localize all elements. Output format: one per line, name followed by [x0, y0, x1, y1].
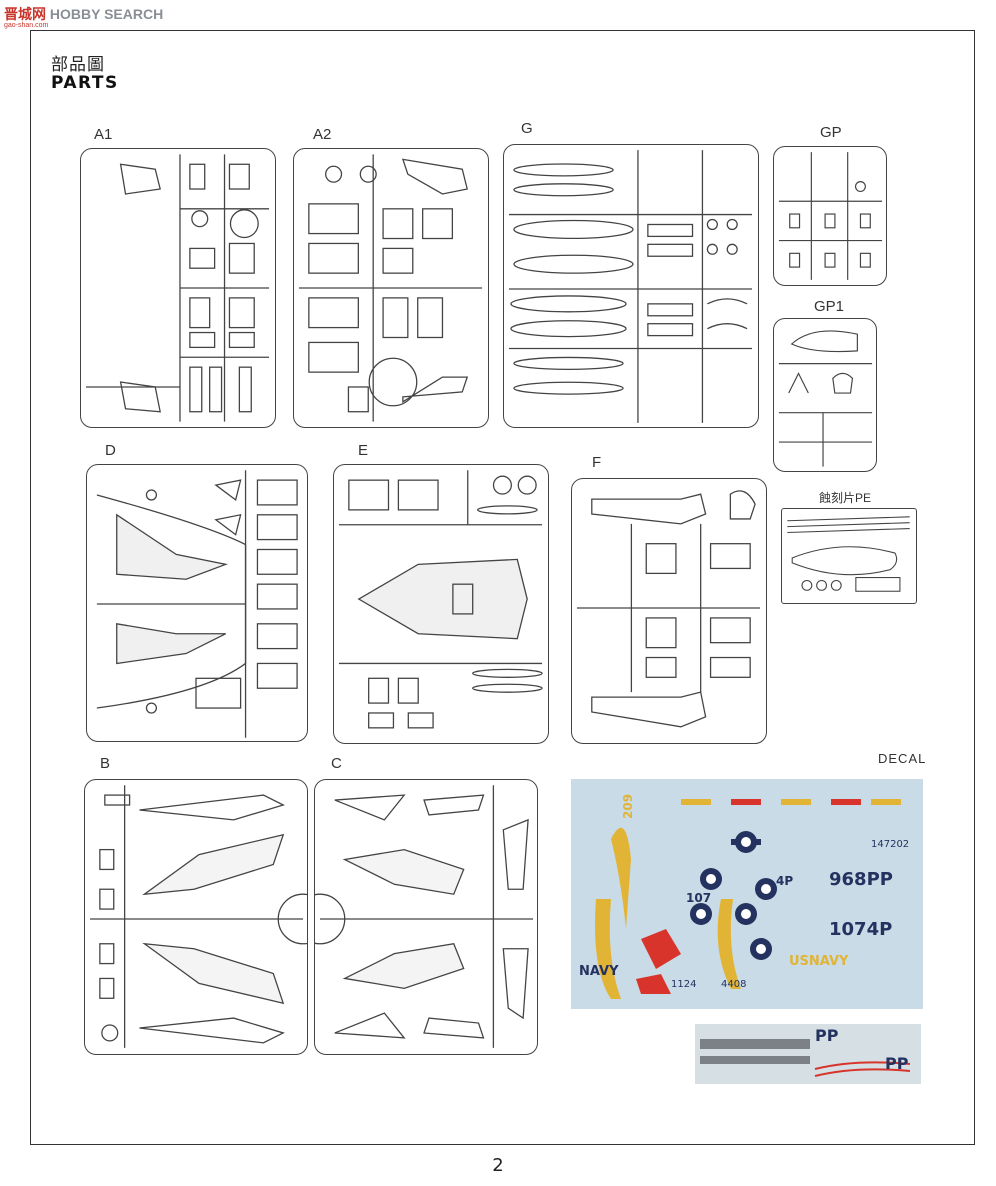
sprue-c-drawing — [315, 785, 534, 1048]
watermark-brand-cn: 晋城网 — [4, 6, 46, 22]
watermark-brand-en: HOBBY SEARCH — [49, 6, 164, 22]
sprue-label-f: F — [592, 454, 602, 471]
decal-code-4p: 4P — [776, 874, 794, 888]
sprue-gp1 — [773, 318, 877, 472]
decal-label: DECAL — [878, 751, 927, 766]
sprue-d — [86, 464, 308, 742]
decal-sheet-main: 209 4P 107 968PP 1074P NAVY USNAVY 1124 … — [571, 779, 923, 1009]
decal-code-pp-2: PP — [885, 1054, 909, 1073]
sprue-label-e: E — [358, 442, 369, 459]
decal-code-209: 209 — [621, 793, 635, 819]
sprue-gp-drawing — [778, 152, 883, 280]
page-title-cn: 部品圖 — [51, 55, 105, 75]
sprue-label-a1: A1 — [94, 126, 113, 143]
sprue-a1 — [80, 148, 276, 428]
sprue-a1-drawing — [85, 154, 270, 422]
sprue-a2-drawing — [298, 154, 483, 422]
sprue-label-g: G — [521, 120, 533, 137]
page-frame — [30, 30, 975, 1145]
sprue-label-gp1: GP1 — [814, 298, 845, 315]
sprue-label-c: C — [331, 755, 342, 772]
sprue-label-b: B — [100, 755, 111, 772]
sprue-f-drawing — [576, 490, 761, 728]
sprue-e — [333, 464, 549, 744]
decal-code-pp-1: PP — [815, 1026, 839, 1045]
sprue-d-drawing — [96, 470, 298, 738]
sprue-label-gp: GP — [820, 124, 842, 141]
decal-code-usnavy: USNAVY — [789, 954, 849, 969]
watermark-sub: gao-shan.com — [4, 22, 49, 29]
decal-code-968pp: 968PP — [829, 869, 893, 890]
decal-sheet-main-drawing — [595, 799, 901, 999]
sprue-b — [84, 779, 308, 1055]
sprue-gp1-drawing — [778, 330, 873, 467]
page-number: 2 — [492, 1155, 504, 1176]
decal-sheet-small: PP PP — [695, 1024, 921, 1084]
sprue-g-drawing — [508, 150, 753, 423]
decal-code-4408: 4408 — [721, 979, 747, 990]
sprue-b-drawing — [89, 785, 307, 1048]
sprue-c — [314, 779, 538, 1055]
decal-code-107: 107 — [686, 891, 712, 905]
sprue-pe — [781, 508, 917, 604]
decal-code-navy: NAVY — [579, 964, 619, 979]
watermark-logo: 晋城网 HOBBY SEARCH — [4, 4, 163, 24]
sprue-label-d: D — [105, 442, 116, 459]
sprue-gp — [773, 146, 887, 286]
decal-code-147202: 147202 — [871, 839, 910, 850]
sprue-g — [503, 144, 759, 428]
sprue-pe-drawing — [787, 516, 910, 592]
page-title-en: PARTS — [51, 73, 119, 93]
sprue-label-pe: 蝕刻片PE — [819, 491, 872, 505]
decal-sheet-small-drawing — [700, 1039, 911, 1077]
decal-code-1074p: 1074P — [829, 919, 893, 940]
sprue-e-drawing — [338, 470, 543, 729]
decal-code-1124: 1124 — [671, 979, 697, 990]
sprue-label-a2: A2 — [313, 126, 332, 143]
sprue-a2 — [293, 148, 489, 428]
sprue-f — [571, 478, 767, 744]
